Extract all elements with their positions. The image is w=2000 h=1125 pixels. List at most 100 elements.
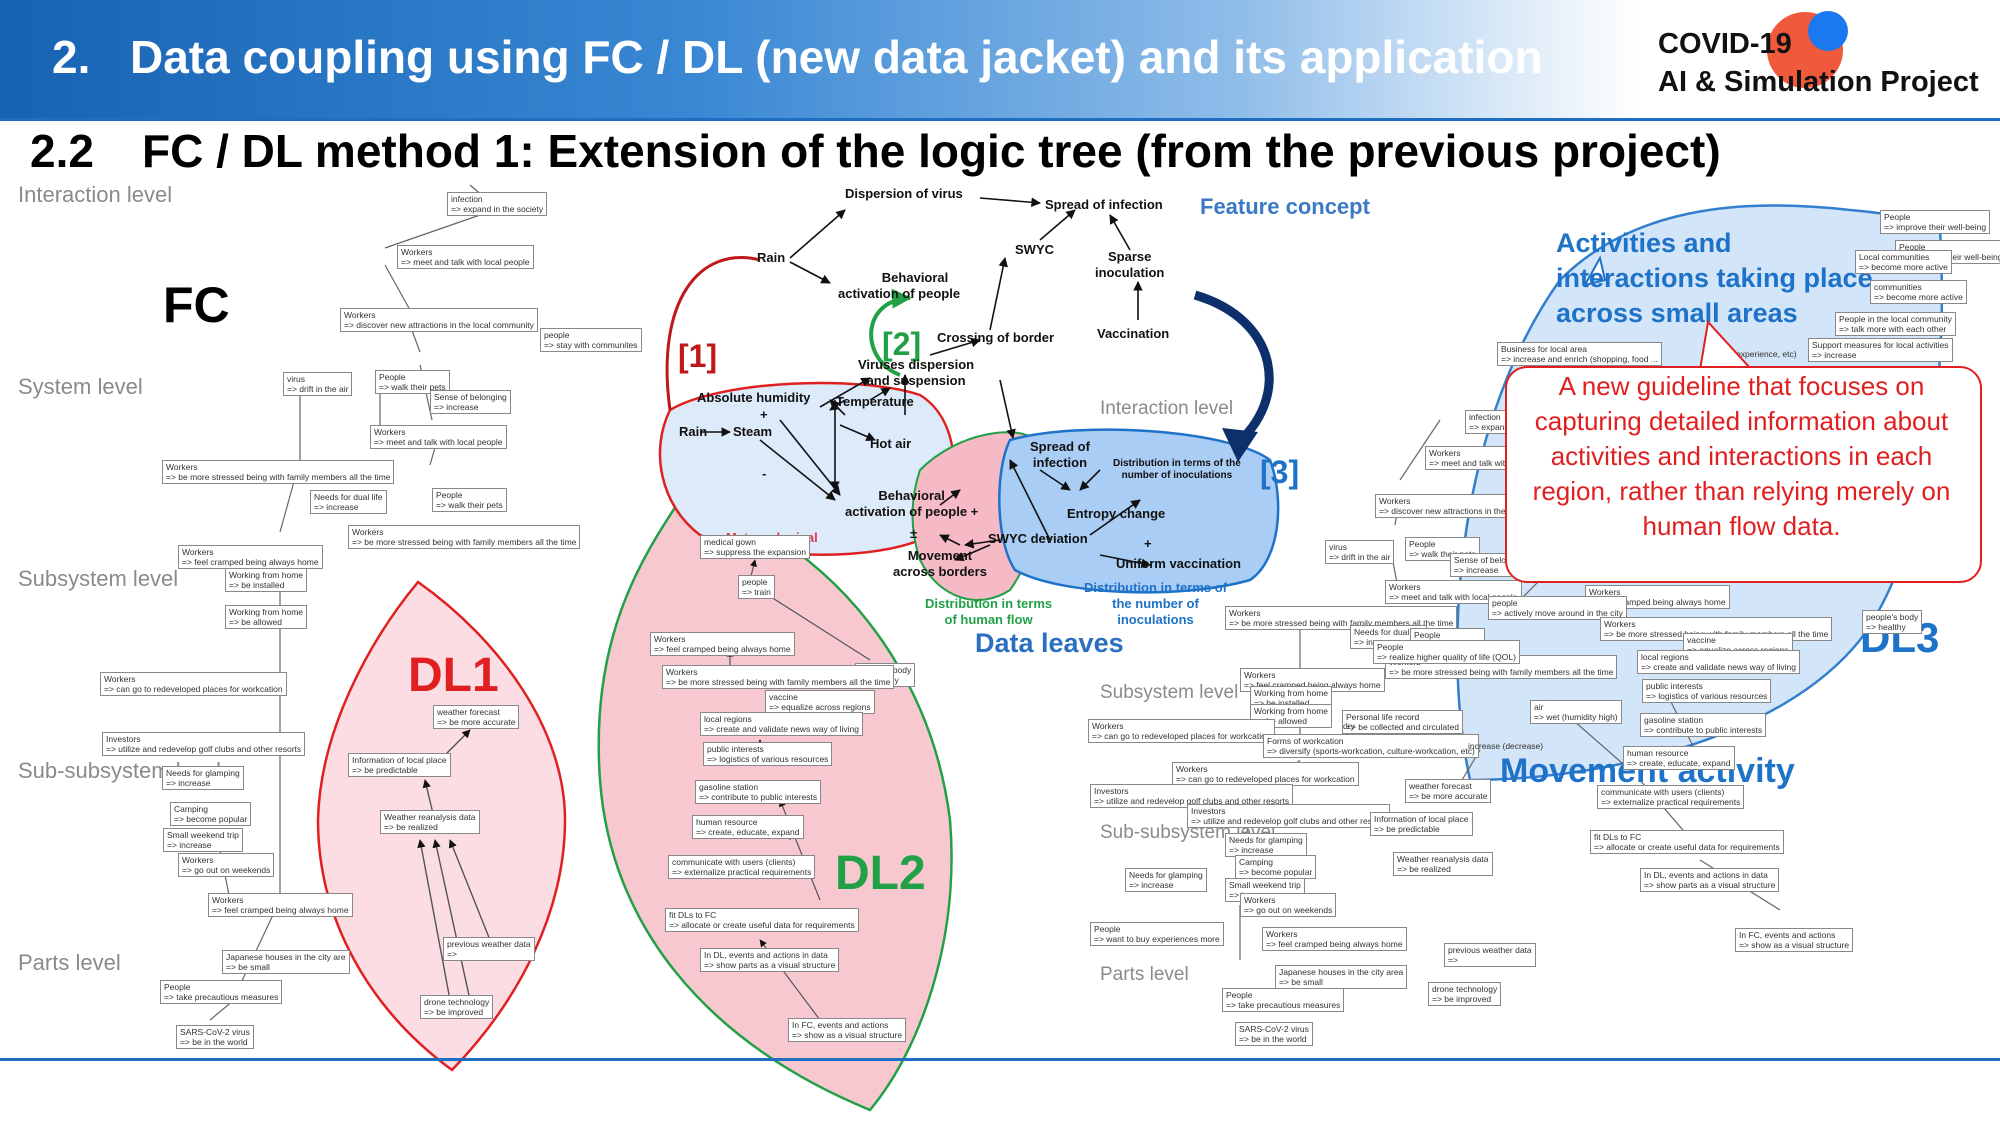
- section-title: Data coupling using FC / DL (new data ja…: [130, 31, 1543, 83]
- tree-node: In DL, events and actions in data=> show…: [1640, 868, 1780, 892]
- tree-node: Personal life record=> be collected and …: [1342, 710, 1463, 734]
- tree-node: fit DLs to FC=> allocate or create usefu…: [1590, 830, 1784, 854]
- node-vaccination: Vaccination: [1097, 326, 1170, 341]
- node-rain-2: Rain: [679, 424, 708, 439]
- tree-node: Information of local place=> be predicta…: [1370, 812, 1473, 836]
- fc-region-3: [998, 428, 1280, 594]
- tree-node: People=> want to buy experiences more: [1090, 922, 1224, 946]
- tree-node: Workers=> be more stressed being with fa…: [348, 525, 581, 549]
- tree-node: infection=> expand in the society: [447, 192, 548, 216]
- tree-node: Local communities=> become more active: [1855, 250, 1952, 274]
- tree-node: people=> train: [738, 575, 775, 599]
- level-parts: Parts level: [18, 950, 121, 975]
- tree-node: communities=> become more active: [1870, 280, 1967, 304]
- tree-node: Camping=> become popular: [1235, 855, 1317, 879]
- level-interaction: Interaction level: [18, 182, 173, 207]
- tree-node: Investors=> utilize and redevelop golf c…: [102, 732, 306, 756]
- tree-node: Workers=> feel cramped being always home: [1262, 927, 1407, 951]
- tree-node: Workers=> meet and talk with local peopl…: [370, 425, 507, 449]
- tree-node: Needs for glamping=> increase: [1225, 833, 1307, 857]
- tree-node: air=> wet (humidity high): [1530, 700, 1622, 724]
- tree-node: Forms of workcation=> diversify (sports-…: [1263, 734, 1479, 758]
- header-divider: [0, 118, 2000, 121]
- tree-node: People=> take precautious measures: [1222, 988, 1345, 1012]
- tree-node: People=> realize higher quality of life …: [1373, 640, 1520, 664]
- tree-node: gasoline station=> contribute to public …: [695, 780, 822, 804]
- tree-node: communicate with users (clients)=> exter…: [1597, 785, 1745, 809]
- node-rain-top: Rain: [757, 250, 786, 265]
- tree-node: virus=> drift in the air: [1325, 540, 1395, 564]
- tree-node: In FC, events and actions=> show as a vi…: [788, 1018, 907, 1042]
- tree-node: Support measures for local activities=> …: [1808, 338, 1953, 362]
- dl1-label: DL1: [408, 649, 499, 702]
- level-system: System level: [18, 374, 143, 399]
- brand-line-1: COVID-19: [1658, 28, 1792, 60]
- tree-node: fit DLs to FC=> allocate or create usefu…: [665, 908, 859, 932]
- tree-node: Weather reanalysis data=> be realized: [380, 810, 480, 834]
- node-swyc-deviation: SWYC deviation: [988, 531, 1088, 546]
- callout-text: A new guideline that focuses on capturin…: [1532, 371, 1951, 541]
- tree-node: Sense of belonging=> increase: [430, 390, 511, 414]
- tree-node: people's body=> healthy: [1862, 610, 1923, 634]
- tag-1: [1]: [678, 338, 718, 374]
- tree-node: Working from home=> be allowed: [1250, 704, 1333, 728]
- tree-node: human resource=> create, educate, expand: [1623, 746, 1735, 770]
- right-support-label: support, experience, etc): [1703, 349, 1797, 359]
- tree-node: previous weather data=>: [1444, 943, 1536, 967]
- node-minus-1: -: [762, 466, 767, 481]
- brand-line-2: AI & Simulation Project: [1658, 66, 1979, 98]
- right-level-parts: Parts level: [1100, 964, 1189, 985]
- tree-node: virus=> drift in the air: [283, 372, 353, 396]
- tree-node: weather forecast=> be more accurate: [1405, 779, 1492, 803]
- tree-node: People=> improve their well-being: [1880, 210, 1991, 234]
- node-abs-humidity: Absolute humidity: [697, 390, 811, 405]
- tree-node: Workers=> feel cramped being always home: [208, 893, 353, 917]
- tree-node: Working from home=> be installed: [225, 568, 308, 592]
- tree-node: gasoline station=> contribute to public …: [1640, 713, 1767, 737]
- tree-node: human resource=> create, educate, expand: [692, 815, 804, 839]
- node-plus-2: +: [1144, 536, 1152, 551]
- dl3-tail: [1583, 255, 1607, 287]
- activities-label: Activities and interactions taking place…: [1556, 228, 1873, 328]
- tree-node: Workers=> meet and talk with local peopl…: [1385, 580, 1522, 604]
- node-crossing: Crossing of border: [937, 330, 1055, 345]
- tree-node: People=> take precautious measures: [160, 980, 283, 1004]
- tree-node: Workers=> can go to redeveloped places f…: [100, 672, 287, 696]
- tree-node: weather forecast=> be more accurate: [433, 705, 520, 729]
- dl2-label: DL2: [835, 847, 926, 900]
- node-swyc: SWYC: [1015, 242, 1054, 257]
- tree-node: Workers=> be more stressed being with fa…: [1225, 606, 1458, 630]
- level-subsystem: Subsystem level: [18, 566, 179, 591]
- tree-node: Workers=> discover new attractions in th…: [340, 308, 538, 332]
- subsection-number: 2.2: [30, 125, 94, 177]
- right-dry-label: dry: [1343, 721, 1355, 731]
- tree-node: Workers=> go out on weekends: [1240, 893, 1337, 917]
- right-increase-label: increase (decrease): [1468, 741, 1544, 751]
- node-entropy: Entropy change: [1067, 506, 1166, 521]
- tree-node: Workers=> be more stressed being with fa…: [162, 460, 395, 484]
- tree-node: In FC, events and actions=> show as a vi…: [1735, 928, 1854, 952]
- node-steam: Steam: [733, 424, 773, 439]
- tree-node: Workers=> go out on weekends: [178, 853, 275, 877]
- node-hot-air: Hot air: [870, 436, 912, 451]
- tree-node: people=> actively move around in the cit…: [1488, 596, 1627, 620]
- tree-node: Workers=> feel cramped being always home: [650, 632, 795, 656]
- tree-node: Needs for dual life=> increase: [310, 490, 387, 514]
- tree-node: drone technology=> be improved: [420, 995, 494, 1019]
- tree-node: Japanese houses in the city area=> be sm…: [1275, 965, 1408, 989]
- tree-node: Needs for glamping=> increase: [162, 766, 244, 790]
- node-uniform: Uniform vaccination: [1116, 556, 1241, 571]
- bottom-divider: [0, 1058, 2000, 1061]
- tree-node: previous weather data=>: [443, 937, 535, 961]
- right-level-interaction: Interaction level: [1100, 398, 1234, 419]
- node-temperature: Temperature: [836, 394, 914, 409]
- tree-node: Small weekend trip=> increase: [163, 828, 243, 852]
